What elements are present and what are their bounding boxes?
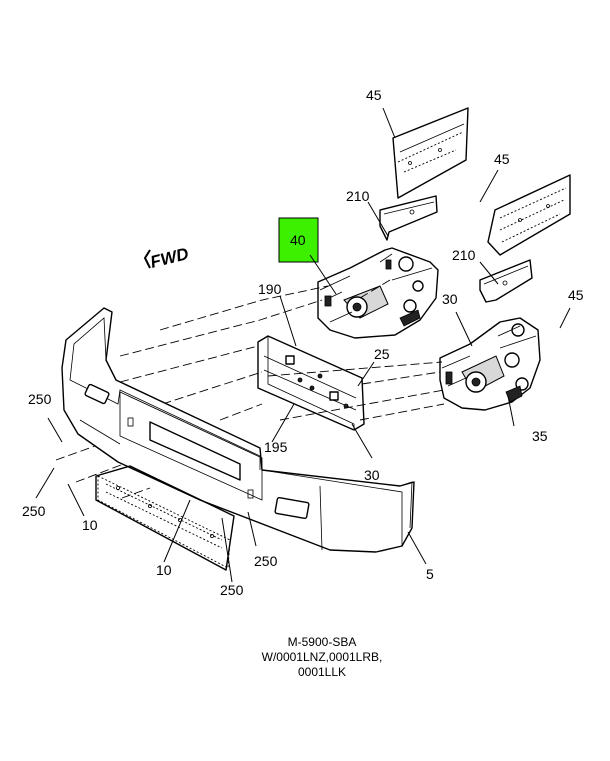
callout-labels: 45 45 210 210 190 30 45 25 250 35 195 30…	[22, 87, 584, 598]
callout-30-lower[interactable]: 30	[364, 467, 380, 483]
callout-10-left[interactable]: 10	[82, 517, 98, 533]
bumper-mounting-plate-190	[257, 335, 365, 431]
frame-extension-40	[317, 247, 439, 339]
forward-direction-arrow: FWD	[144, 244, 191, 272]
caption-line-2: W/0001LNZ,0001LRB,	[262, 650, 383, 664]
bracket-210-top	[379, 195, 438, 241]
callout-250-bottom[interactable]: 250	[220, 582, 244, 598]
callout-45-top[interactable]: 45	[366, 87, 382, 103]
bracket-210-mid	[479, 259, 533, 303]
callout-250-center[interactable]: 250	[254, 553, 278, 569]
callout-45-right[interactable]: 45	[568, 287, 584, 303]
frame-extension-35	[439, 317, 541, 411]
leader-lines	[35, 107, 571, 583]
caption-line-3: 0001LLK	[298, 665, 346, 679]
callout-30-upper[interactable]: 30	[442, 291, 458, 307]
callout-25[interactable]: 25	[374, 346, 390, 362]
bracket-45-top	[392, 107, 469, 199]
bumper-5	[61, 307, 415, 553]
callout-5[interactable]: 5	[426, 566, 434, 582]
callout-10-bottom[interactable]: 10	[156, 562, 172, 578]
callout-210-top[interactable]: 210	[346, 188, 370, 204]
callout-250-left[interactable]: 250	[28, 391, 52, 407]
callout-250-lower-left[interactable]: 250	[22, 503, 46, 519]
callout-190[interactable]: 190	[258, 281, 282, 297]
license-plate-bracket-10	[95, 465, 235, 571]
fwd-label: FWD	[148, 244, 190, 272]
callout-35[interactable]: 35	[532, 428, 548, 444]
caption-line-1: M-5900-SBA	[288, 635, 357, 649]
callout-45-mid[interactable]: 45	[494, 151, 510, 167]
figure-caption: M-5900-SBA W/0001LNZ,0001LRB, 0001LLK	[262, 635, 383, 679]
callout-210-mid[interactable]: 210	[452, 247, 476, 263]
callout-195[interactable]: 195	[264, 439, 288, 455]
highlight-box-40	[278, 217, 319, 263]
bracket-45-mid	[487, 174, 571, 256]
callout-40[interactable]: 40	[290, 232, 306, 248]
